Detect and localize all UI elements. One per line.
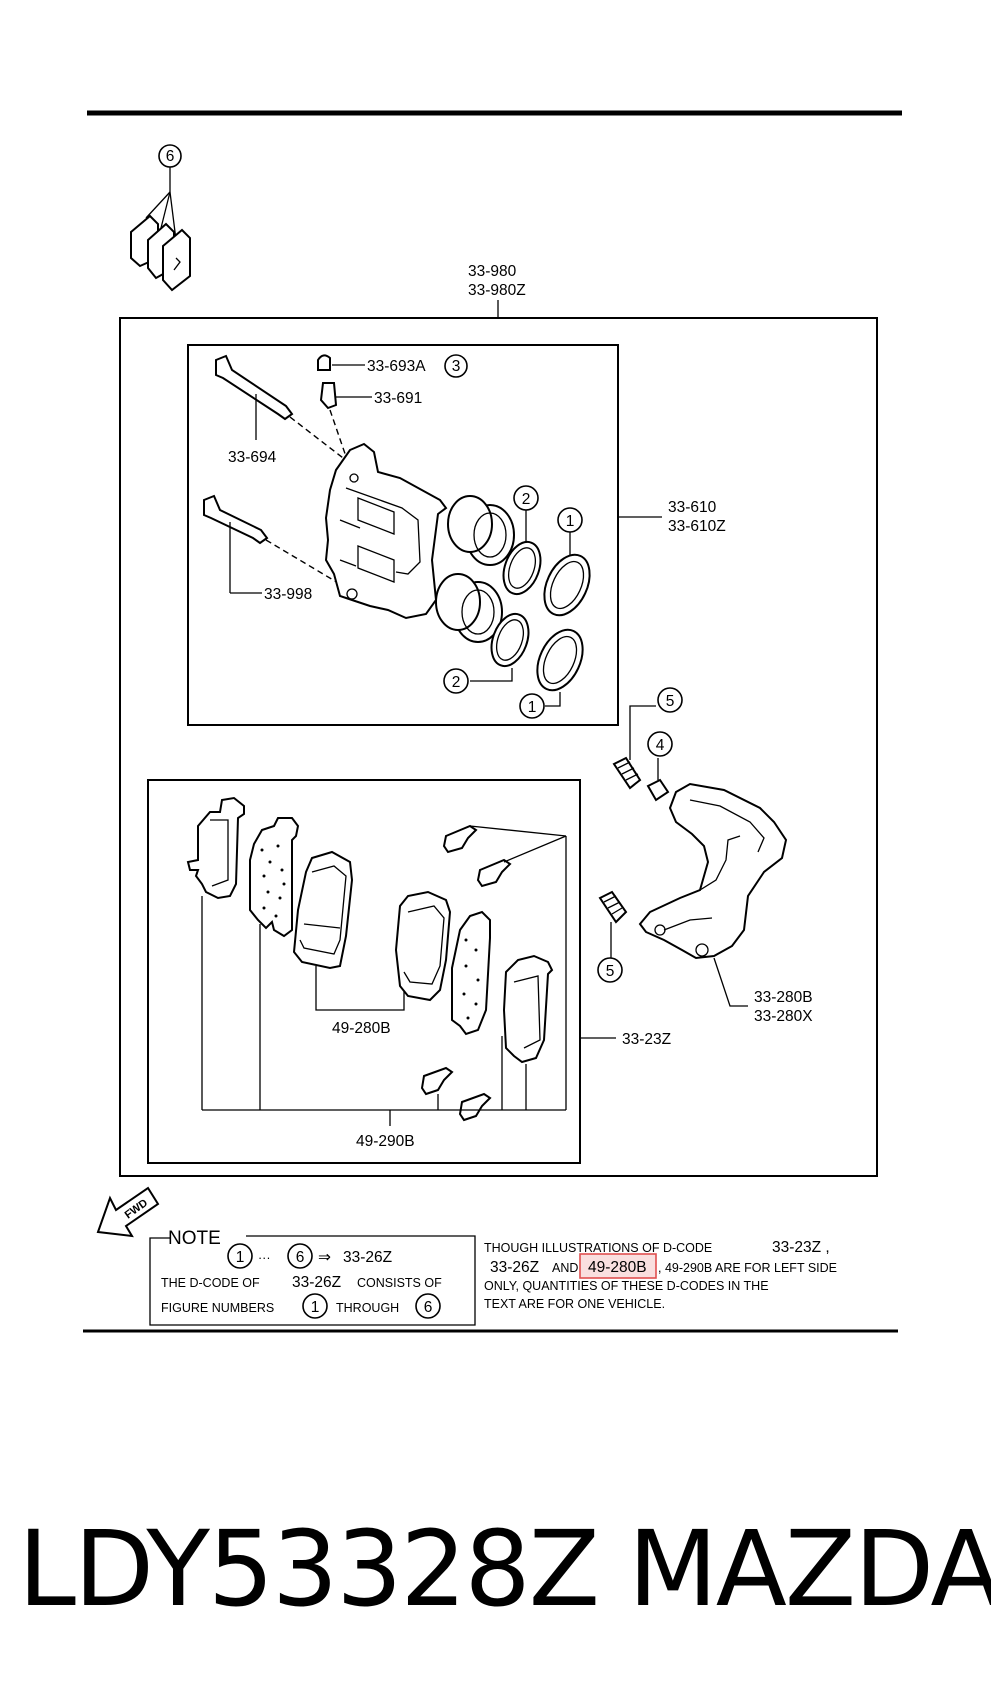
note-para-line4: TEXT ARE FOR ONE VEHICLE. [484, 1297, 665, 1311]
guide-pin-lower[interactable]: 33-998 [203, 494, 312, 603]
note-para-line1: THOUGH ILLUSTRATIONS OF D-CODE [484, 1241, 712, 1255]
guide-boot-upper[interactable]: 5 [612, 687, 683, 790]
note-callout-6b: 6 [424, 1299, 433, 1316]
guide-pin-upper[interactable]: 33-694 [215, 354, 294, 466]
bracket-code-label: 33-280B [754, 989, 813, 1006]
caliper-code-z-label: 33-610Z [668, 518, 726, 535]
note-line3-b: THROUGH [336, 1301, 399, 1315]
callout-4-label: 4 [656, 737, 665, 754]
note-title: NOTE [168, 1228, 221, 1249]
note-arrow: ⇒ [318, 1249, 331, 1266]
fwd-arrow-icon: FWD [96, 1186, 160, 1238]
outer-shim-right[interactable] [501, 954, 554, 1110]
caliper-code-label: 33-610 [668, 499, 717, 516]
note-para-line2-and: AND [552, 1261, 578, 1275]
pad-set-code: 49-280B [332, 1020, 391, 1037]
assembly-frame [119, 317, 878, 1177]
note-line2-c: CONSISTS OF [357, 1276, 442, 1290]
note-para-highlight-code: 49-280B [588, 1259, 647, 1276]
guide-bushing[interactable]: 4 [646, 731, 673, 802]
piston-lower[interactable] [435, 573, 503, 643]
inner-shim[interactable] [249, 817, 300, 1110]
callout-3-label: 3 [452, 358, 461, 375]
note-callout-1: 1 [236, 1249, 245, 1266]
note-range-code: 33-26Z [343, 1249, 392, 1266]
callout-5-upper-label: 5 [666, 693, 675, 710]
brake-pad-right[interactable] [394, 890, 452, 1002]
bleeder-cap[interactable]: 33-693A 3 [317, 354, 468, 378]
dust-boot-upper[interactable]: 1 [535, 507, 598, 622]
highlight-box [579, 1253, 657, 1279]
caliper-bracket[interactable]: 33-280B 33-280X [638, 782, 813, 1025]
guide-pin-lower-code: 33-998 [264, 586, 312, 603]
note-callout-6: 6 [296, 1249, 305, 1266]
callout-6-label: 6 [166, 148, 175, 165]
outer-shim[interactable] [186, 796, 245, 1110]
part-6-clip-set[interactable]: 6 [130, 144, 191, 292]
guide-pin-upper-code: 33-694 [228, 449, 277, 466]
note-line3-a: FIGURE NUMBERS [161, 1301, 274, 1315]
piston-seal-upper[interactable]: 2 [497, 485, 547, 599]
bracket-code-x-label: 33-280X [754, 1008, 813, 1025]
callout-2-lower-label: 2 [452, 674, 461, 691]
pad-clip-lower-2[interactable] [458, 1092, 492, 1122]
inner-shim-right[interactable] [451, 910, 491, 1036]
brake-pad-left[interactable] [292, 850, 405, 1011]
pad-clip-lower-1[interactable] [420, 1066, 454, 1110]
part-number-caption: LDY53328Z [18, 1508, 600, 1630]
assembly-code-label: 33-980 [468, 263, 517, 280]
callout-1-upper-label: 1 [566, 513, 575, 530]
assembly-code-z-label: 33-980Z [468, 282, 526, 299]
note-paragraph: THOUGH ILLUSTRATIONS OF D-CODE 33-23Z , … [484, 1239, 837, 1311]
brand-caption: MAZDA [628, 1508, 991, 1630]
pad-frame [147, 779, 581, 1164]
pad-clip-upper-2[interactable] [476, 858, 512, 888]
dust-boot-lower[interactable]: 1 [519, 623, 592, 719]
pad-set-kit-code: 49-290B [356, 1133, 415, 1150]
note-para-line3: ONLY, QUANTITIES OF THESE D-CODES IN THE [484, 1279, 769, 1293]
bleeder-cap-code: 33-693A [367, 358, 426, 375]
pad-clip-upper-1[interactable] [442, 824, 478, 854]
caliper-frame [187, 344, 619, 726]
pad-shim-kit-code: 33-23Z [622, 1031, 671, 1048]
note-box: NOTE 1 ··· 6 ⇒ 33-26Z THE D-CODE OF 33-2… [149, 1228, 476, 1326]
piston-upper[interactable] [447, 495, 515, 566]
note-dots: ··· [258, 1251, 271, 1265]
piston-seal-lower[interactable]: 2 [443, 609, 535, 694]
note-para-line1-code: 33-23Z , [772, 1239, 830, 1256]
bleeder-screw[interactable]: 33-691 [319, 382, 422, 410]
callout-1-lower-label: 1 [528, 699, 537, 716]
callout-5-lower-label: 5 [606, 963, 615, 980]
note-para-line2-b: , 49-290B ARE FOR LEFT SIDE [658, 1261, 837, 1275]
callout-2-upper-label: 2 [522, 491, 531, 508]
caliper-body[interactable] [324, 442, 448, 620]
bleeder-screw-code: 33-691 [374, 390, 422, 407]
note-callout-1b: 1 [311, 1299, 320, 1316]
guide-boot-lower[interactable]: 5 [597, 890, 628, 983]
note-line2-a: THE D-CODE OF [161, 1276, 260, 1290]
note-line2-code: 33-26Z [292, 1274, 341, 1291]
note-para-line2-code: 33-26Z [490, 1259, 539, 1276]
